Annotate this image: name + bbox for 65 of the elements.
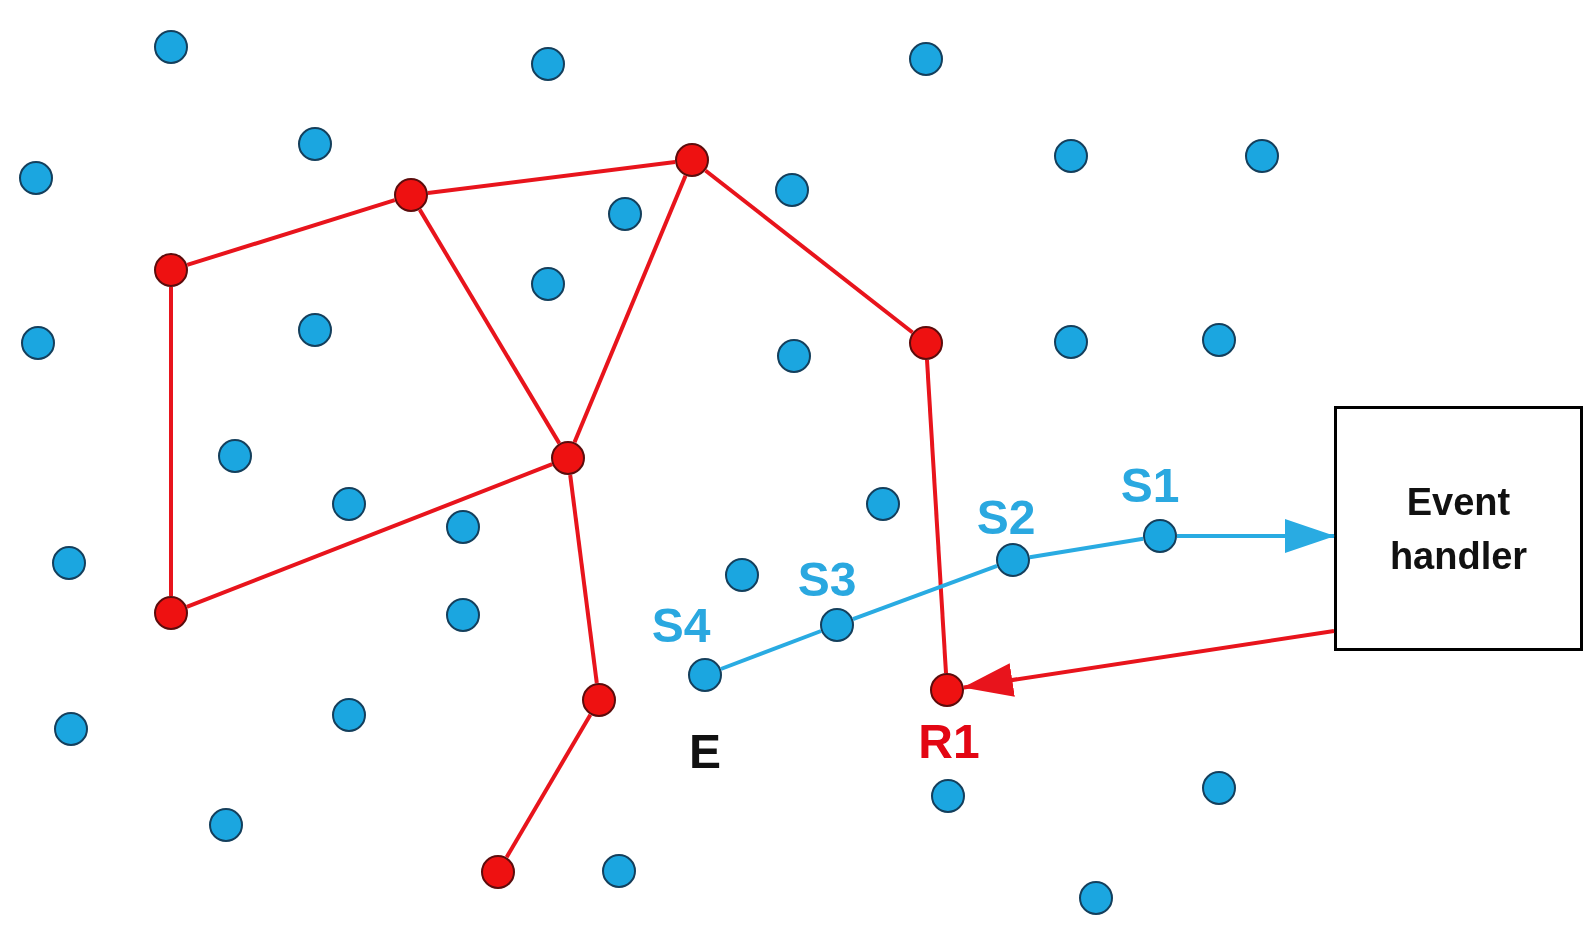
node-label: S1 <box>1120 462 1180 510</box>
connector-line <box>568 474 599 684</box>
event-label: E <box>689 728 721 776</box>
sensor-node <box>531 267 565 301</box>
sensor-node <box>931 779 965 813</box>
sensor-node <box>332 487 366 521</box>
sensor-node <box>725 558 759 592</box>
connector-line <box>852 564 998 621</box>
sensor-node <box>1079 881 1113 915</box>
box-label: Event handler <box>1388 479 1529 579</box>
route-node <box>154 596 188 630</box>
sensor-node <box>1054 325 1088 359</box>
node-label: R1 <box>918 718 980 766</box>
sensor-node <box>332 698 366 732</box>
sensor-node <box>1143 519 1177 553</box>
connector-line <box>704 168 914 335</box>
connector-line <box>925 359 948 674</box>
connector-line <box>418 208 561 445</box>
node-label: S4 <box>651 602 711 650</box>
sensor-node <box>866 487 900 521</box>
connector-line <box>169 287 173 596</box>
route-node <box>481 855 515 889</box>
route-node <box>154 253 188 287</box>
sensor-node <box>209 808 243 842</box>
sensor-node <box>1054 139 1088 173</box>
sensor-node <box>1245 139 1279 173</box>
route-node <box>394 178 428 212</box>
node-label: S2 <box>976 494 1036 542</box>
sensor-node <box>52 546 86 580</box>
route-node <box>675 143 709 177</box>
arrow <box>962 629 1335 697</box>
connector-line <box>720 629 822 671</box>
sensor-node <box>446 598 480 632</box>
sensor-node <box>298 313 332 347</box>
sensor-node <box>602 854 636 888</box>
sensor-node <box>777 339 811 373</box>
route-node <box>909 326 943 360</box>
route-node <box>551 441 585 475</box>
arrow <box>1177 519 1335 553</box>
sensor-node <box>1202 771 1236 805</box>
sensor-node <box>531 47 565 81</box>
sensor-node <box>608 197 642 231</box>
sensor-node <box>19 161 53 195</box>
node-label: S3 <box>797 556 857 604</box>
sensor-node <box>820 608 854 642</box>
sensor-node <box>996 543 1030 577</box>
sensor-node <box>154 30 188 64</box>
sensor-node <box>446 510 480 544</box>
sensor-node <box>1202 323 1236 357</box>
connector-line <box>186 198 396 267</box>
route-node <box>582 683 616 717</box>
sensor-node <box>775 173 809 207</box>
sensor-node <box>688 658 722 692</box>
sensor-node <box>218 439 252 473</box>
sensor-node <box>54 712 88 746</box>
sensor-node <box>21 326 55 360</box>
sensor-node <box>909 42 943 76</box>
route-node <box>930 673 964 707</box>
connector-line <box>1029 536 1144 560</box>
connector-line <box>572 174 688 444</box>
process-box <box>1334 406 1583 651</box>
sensor-node <box>298 127 332 161</box>
connector-line <box>504 713 593 859</box>
connector-line <box>427 160 676 195</box>
connector-line <box>186 462 553 609</box>
